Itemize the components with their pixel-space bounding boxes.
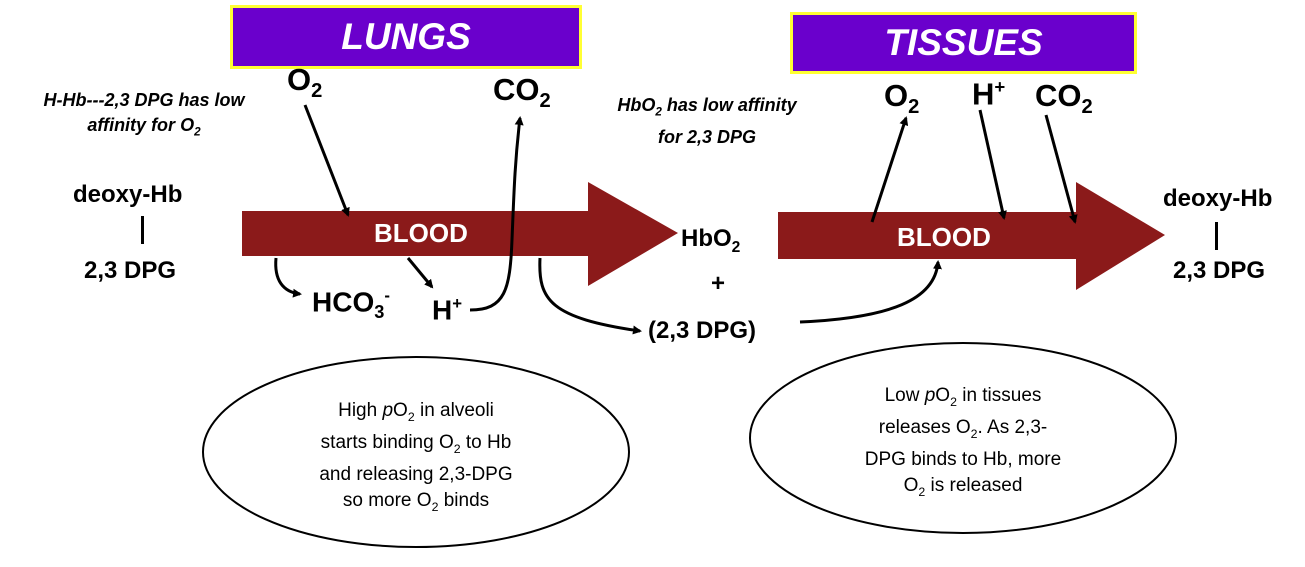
lungs-o2-label: O2 — [287, 62, 322, 103]
tissues-header-label: TISSUES — [884, 22, 1043, 63]
tissues-note-prefix: HbO — [617, 95, 656, 115]
lungs-co2-base: CO — [493, 72, 540, 107]
dpg-binding-arrow — [799, 260, 942, 324]
lungs-expl-l4b: binds — [438, 489, 490, 511]
tissues-o2-sub: 2 — [908, 96, 920, 119]
tissues-expl-l3: DPG binds to Hb, more — [864, 448, 1062, 470]
hbo2-base: HbO — [681, 225, 732, 252]
lungs-blood-flow-arrow — [242, 182, 678, 286]
bicarbonate-base: HCO — [312, 286, 375, 318]
lungs-expl-l1a: High — [338, 400, 383, 421]
proton-formation-arrow — [406, 257, 434, 289]
lungs-expl-sub1: 2 — [407, 409, 415, 424]
lungs-blood-label: BLOOD — [374, 218, 468, 248]
tissues-blood-label: BLOOD — [897, 222, 991, 252]
co2-uptake-arrow — [1044, 114, 1078, 224]
lungs-expl-o: O — [393, 400, 408, 421]
lungs-expl-p: p — [382, 400, 394, 421]
lungs-expl-l4a: so more O — [342, 489, 432, 511]
left-complex-bond — [141, 216, 144, 244]
hbo2-sub: 2 — [731, 238, 741, 256]
lungs-explanation-ellipse — [202, 356, 630, 548]
lungs-o2-base: O — [287, 62, 312, 97]
proton-uptake-arrow — [978, 109, 1007, 220]
o2-uptake-arrow — [303, 104, 350, 217]
tissues-co2-sub: 2 — [1081, 96, 1093, 119]
lungs-explanation-text: High pO2 in alveoli starts binding O2 to… — [276, 398, 556, 519]
right-deoxy-hb-label: deoxy-Hb — [1163, 185, 1273, 212]
lungs-o2-sub: 2 — [311, 80, 323, 103]
tissues-proton-sup: + — [994, 76, 1006, 97]
tissues-proton-label: H+ — [972, 76, 1005, 112]
lungs-note-sub: 2 — [194, 125, 201, 139]
lungs-co2-sub: 2 — [539, 90, 551, 113]
lungs-expl-l2b: to Hb — [460, 431, 512, 453]
tissues-note-line-2: for 2,3 DPG — [657, 126, 757, 147]
plus-sign: + — [711, 270, 726, 297]
lungs-header-label: LUNGS — [341, 16, 471, 57]
tissues-expl-sub1: 2 — [950, 394, 957, 409]
bicarbonate-formation-arrow — [274, 257, 302, 298]
lungs-expl-sub4: 2 — [431, 499, 439, 514]
tissues-expl-sub4: 2 — [918, 484, 926, 499]
lungs-header: LUNGS — [230, 5, 582, 69]
tissues-co2-base: CO — [1035, 78, 1082, 113]
bicarbonate-label: HCO3- — [312, 286, 390, 323]
right-dpg-label: 2,3 DPG — [1173, 257, 1266, 284]
co2-release-arrow — [469, 116, 524, 312]
hbo2-label: HbO2 — [681, 225, 740, 257]
tissues-co2-label: CO2 — [1035, 78, 1093, 119]
tissues-expl-l1b: in tissues — [956, 385, 1042, 406]
bicarbonate-sup: - — [384, 286, 390, 305]
free-dpg-label: (2,3 DPG) — [648, 317, 757, 344]
tissues-expl-l2a: releases O — [878, 416, 971, 438]
lungs-note-line-1: H-Hb---2,3 DPG has low — [43, 90, 245, 110]
right-complex-bond — [1215, 222, 1218, 250]
tissues-expl-l1a: Low — [884, 385, 925, 406]
tissues-expl-l4a: O — [903, 474, 919, 496]
lungs-proton-sup: + — [452, 294, 463, 313]
tissues-o2-base: O — [884, 78, 909, 113]
left-dpg-label: 2,3 DPG — [84, 257, 177, 284]
tissues-explanation-text: Low pO2 in tissues releases O2. As 2,3- … — [823, 383, 1103, 504]
tissues-blood-flow-arrow — [778, 182, 1165, 290]
lungs-proton-base: H — [432, 294, 453, 326]
lungs-co2-label: CO2 — [493, 72, 551, 113]
lungs-expl-l2a: starts binding O — [320, 431, 454, 453]
tissues-explanation-ellipse — [749, 342, 1177, 534]
bicarbonate-sub: 3 — [374, 301, 385, 322]
tissues-expl-o: O — [935, 385, 951, 406]
o2-release-arrow — [870, 116, 909, 223]
lungs-note-line-2-prefix: affinity for O — [87, 115, 195, 135]
lungs-affinity-note: H-Hb---2,3 DPG has low affinity for O2 — [2, 88, 286, 145]
tissues-proton-base: H — [972, 76, 995, 112]
left-deoxy-hb-label: deoxy-Hb — [73, 181, 183, 208]
lungs-expl-l1b: in alveoli — [414, 400, 494, 421]
tissues-expl-sub2: 2 — [970, 426, 978, 441]
tissues-o2-label: O2 — [884, 78, 919, 119]
tissues-header: TISSUES — [790, 12, 1137, 74]
lungs-expl-l3: and releasing 2,3-DPG — [319, 463, 513, 485]
tissues-note-sub: 2 — [655, 105, 662, 119]
tissues-expl-l2b: . As 2,3- — [977, 416, 1048, 438]
tissues-expl-l4b: is released — [925, 474, 1023, 496]
tissues-affinity-note: HbO2 has low affinity for 2,3 DPG — [592, 93, 822, 150]
lungs-expl-sub2: 2 — [453, 441, 461, 456]
lungs-proton-label: H+ — [432, 294, 462, 326]
tissues-expl-p: p — [924, 385, 936, 406]
dpg-release-arrow — [538, 257, 642, 335]
tissues-note-suffix: has low affinity — [661, 95, 797, 115]
